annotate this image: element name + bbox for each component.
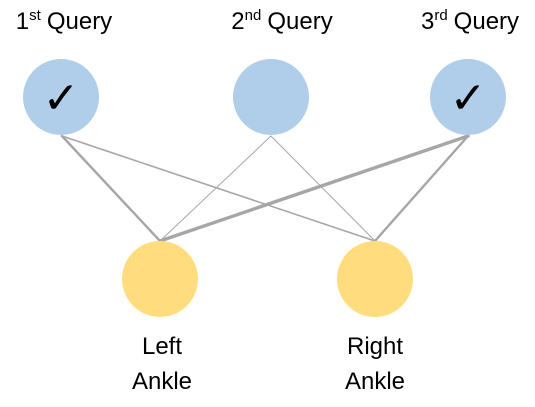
query-word-2: Query bbox=[267, 8, 332, 35]
query-title-1: 1st Query bbox=[16, 7, 112, 35]
query-suffix-1: st bbox=[29, 7, 42, 24]
joint-label-right-line1: Right bbox=[347, 333, 403, 360]
joint-node-right-ankle bbox=[337, 241, 413, 317]
check-icon-1: ✓ bbox=[43, 73, 80, 124]
query-number-1: 1 bbox=[16, 8, 29, 35]
query-word-3: Query bbox=[454, 8, 519, 35]
query-word-1: Query bbox=[47, 8, 112, 35]
query-node-1 bbox=[23, 59, 99, 135]
joint-label-right-line2: Ankle bbox=[345, 368, 405, 395]
edges-group bbox=[60, 134, 470, 243]
query-title-2: 2nd Query bbox=[231, 7, 332, 35]
query-number-3: 3 bbox=[421, 8, 434, 35]
edge-query2-joint2 bbox=[270, 135, 376, 242]
edge-query1-joint2 bbox=[61, 135, 376, 242]
joint-label-left-line2: Ankle bbox=[132, 368, 192, 395]
edge-query3-joint1 bbox=[158, 134, 470, 243]
query-suffix-3: rd bbox=[434, 7, 447, 24]
joint-node-left-ankle bbox=[122, 241, 198, 317]
query-suffix-2: nd bbox=[245, 7, 262, 24]
joint-label-left-line1: Left bbox=[142, 333, 182, 360]
edge-query3-joint2 bbox=[373, 134, 470, 243]
query-node-2 bbox=[233, 59, 309, 135]
edge-query2-joint1 bbox=[159, 135, 272, 242]
edge-query1-joint1 bbox=[60, 134, 162, 243]
query-number-2: 2 bbox=[231, 8, 244, 35]
query-node-3 bbox=[430, 59, 506, 135]
query-title-3: 3rd Query bbox=[421, 7, 519, 35]
check-icon-3: ✓ bbox=[450, 73, 487, 124]
